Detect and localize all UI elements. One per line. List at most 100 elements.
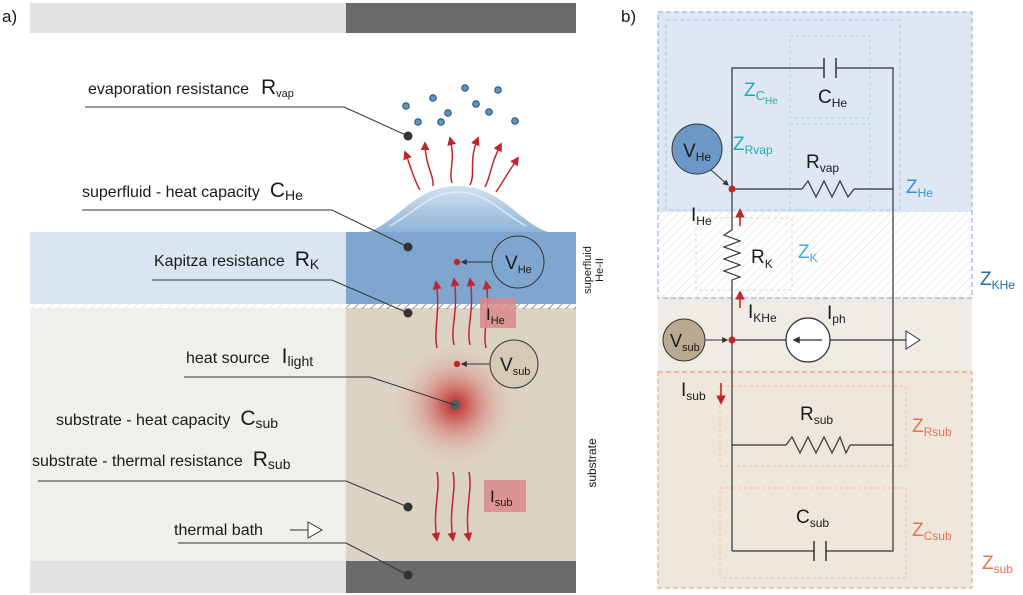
substrate-left — [30, 308, 346, 561]
v-he-point — [453, 258, 461, 266]
i-he-box — [480, 298, 516, 328]
leader-substrate-r — [38, 480, 409, 508]
c-he-label: CHe — [818, 87, 847, 110]
resistor-r-sub — [785, 435, 851, 455]
i-he-label: IHe — [486, 305, 505, 327]
side-label-superfluid: superfluidHe-II — [582, 246, 606, 294]
atom — [511, 117, 519, 125]
leader-superfluid-c — [82, 209, 409, 248]
r-k-label: RK — [751, 247, 773, 271]
i-sub-label: Isub — [681, 380, 706, 403]
resistor-r-vap — [801, 179, 855, 199]
flux-arrow — [447, 136, 457, 184]
bath-ground-icon — [290, 521, 324, 539]
z-c-he-label: ZCHe — [744, 80, 778, 107]
dome-highlight — [389, 191, 527, 227]
capacitor-c-sub — [813, 541, 827, 561]
box-z-rvap — [789, 123, 871, 211]
v-sub-label: Vsub — [500, 355, 530, 378]
dot — [403, 131, 413, 141]
atom — [444, 109, 452, 117]
v-sub-label: Vsub — [670, 331, 700, 354]
atom — [414, 118, 422, 126]
box-z-he — [665, 19, 901, 211]
bath-top-dark — [346, 3, 576, 33]
wire — [836, 67, 894, 189]
flux-arrow — [463, 471, 473, 542]
v-he-pointer — [710, 169, 729, 186]
z-sub-label: Zsub — [982, 553, 1013, 576]
flux-arrow — [466, 277, 476, 346]
side-label-substrate: substrate — [585, 438, 599, 488]
box-z-k — [695, 217, 793, 291]
helium-dome — [368, 186, 548, 232]
bath-bottom-dark — [346, 561, 576, 593]
flux-arrow — [431, 471, 441, 542]
dot — [403, 242, 413, 252]
r-vap-label: Rvap — [806, 152, 839, 175]
helium-left — [30, 232, 346, 304]
substrate-arrows — [431, 471, 473, 542]
v-sub-point — [453, 360, 461, 368]
i-he-label: IHe — [691, 205, 712, 228]
panel-b: b) — [621, 7, 1015, 589]
box-z-sub — [657, 371, 973, 589]
interface-left — [30, 304, 346, 309]
v-he-node — [671, 123, 723, 175]
bath-bottom-light — [30, 561, 346, 593]
flux-arrow — [495, 156, 520, 193]
z-rsub-label: ZRsub — [912, 416, 952, 439]
wire — [826, 189, 894, 552]
atom — [472, 100, 480, 108]
atom — [485, 108, 493, 116]
flux-arrow — [447, 471, 457, 542]
dot — [403, 502, 413, 512]
v-he-label: VHe — [505, 253, 532, 276]
region-he — [658, 12, 972, 212]
i-sub-label: Isub — [490, 487, 512, 509]
leader-heat-source — [184, 376, 456, 406]
box-z-che — [789, 35, 871, 119]
box-z-khe — [657, 11, 973, 299]
resistor-r-k — [722, 229, 742, 281]
panel-a-label: a) — [2, 7, 17, 26]
i-khe-label: IKHe — [748, 302, 777, 325]
dot — [403, 570, 413, 580]
leader-kapitza — [152, 279, 409, 314]
node-sub — [728, 336, 736, 344]
flux-arrow — [432, 280, 442, 349]
atom — [461, 84, 469, 92]
panel-b-label: b) — [621, 7, 636, 26]
bath-top-light — [30, 3, 346, 33]
region-k — [658, 212, 972, 298]
atom — [429, 94, 437, 102]
i-sub-box — [484, 480, 526, 512]
z-khe-label: ZKHe — [980, 269, 1015, 292]
wire — [731, 67, 824, 189]
flux-arrow — [469, 136, 480, 186]
z-he-label: ZHe — [906, 177, 933, 200]
kapitza-interface — [346, 304, 576, 309]
c-sub-label: Csub — [796, 507, 829, 530]
panel-a: a) — [2, 3, 606, 593]
anchor-dots — [403, 131, 413, 580]
node-he — [728, 185, 736, 193]
label-bath: thermal bath — [174, 522, 263, 539]
capacitor-c-he — [823, 58, 837, 78]
atom — [402, 102, 410, 110]
atom — [494, 86, 502, 94]
circuit-wires — [731, 67, 906, 552]
v-he-label: VHe — [683, 141, 711, 164]
box-z-rsub — [719, 385, 907, 467]
v-he-node — [491, 235, 545, 289]
ground-icon — [905, 330, 921, 350]
region-sub — [658, 370, 972, 588]
z-rvap-label: ZRvap — [733, 134, 773, 157]
